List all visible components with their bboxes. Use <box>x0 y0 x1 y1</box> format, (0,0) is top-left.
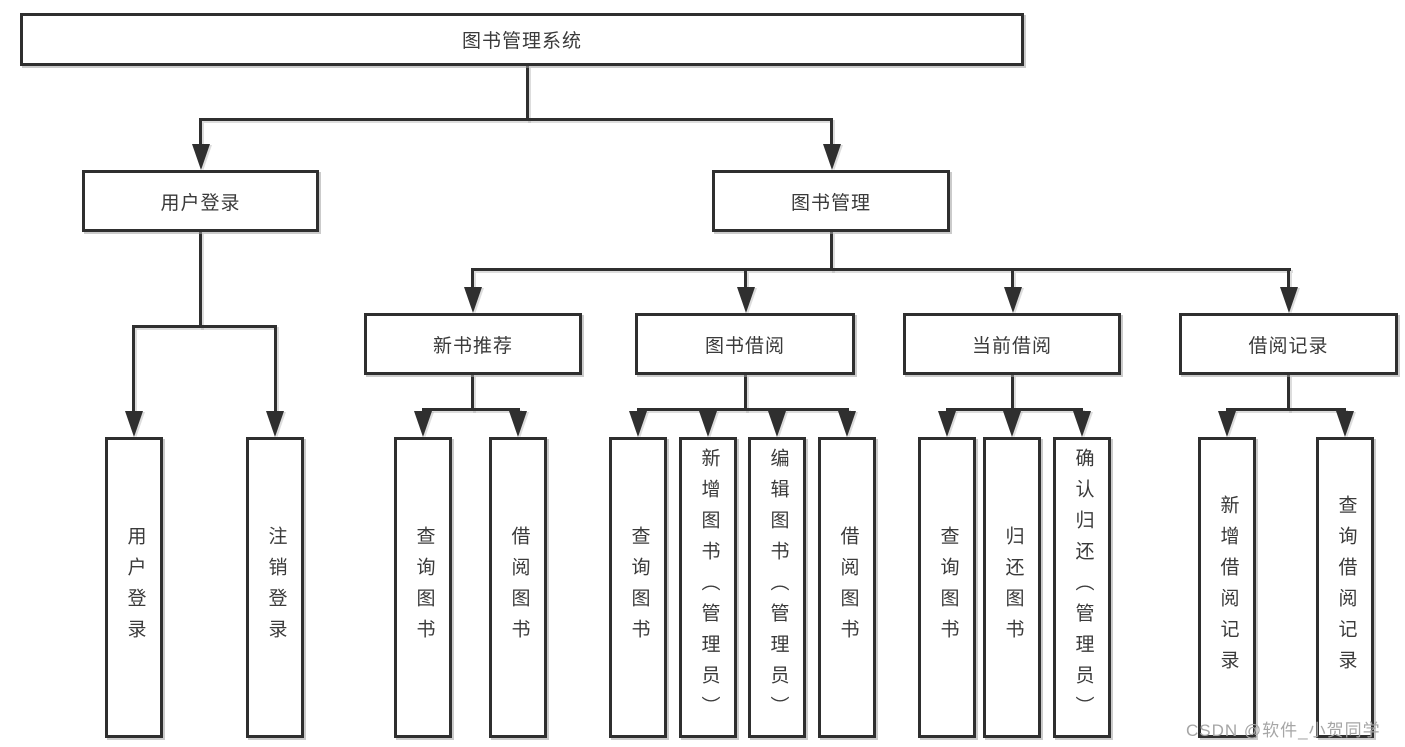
leaf-return-book: 归还图书 <box>983 437 1041 738</box>
node-label: 归还图书 <box>1002 525 1024 650</box>
node-label: 注销登录 <box>265 525 287 650</box>
watermark-csdn: CSDN @软件_小贺同学 <box>1186 721 1381 740</box>
connector-arrow-down <box>838 411 856 437</box>
connector-line <box>830 121 833 145</box>
connector-line <box>199 232 202 328</box>
node-borrowing-records: 借阅记录 <box>1179 313 1398 375</box>
leaf-query-borrow-record: 查询借阅记录 <box>1316 437 1374 738</box>
connector-arrow-down <box>1218 411 1236 437</box>
connector-line <box>830 232 833 271</box>
connector-arrow-down <box>768 411 786 437</box>
node-user-login: 用户登录 <box>82 170 319 232</box>
leaf-borrow-books-recommend: 借阅图书 <box>489 437 547 738</box>
node-label: 新书推荐 <box>432 335 513 357</box>
connector-line <box>132 328 135 412</box>
connector-arrow-down <box>737 287 755 313</box>
connector-line <box>1287 271 1290 288</box>
node-label: 查询图书 <box>413 525 435 650</box>
leaf-confirm-return-admin: 确认归还（管理员） <box>1053 437 1111 738</box>
connector-arrow-down <box>699 411 717 437</box>
connector-line <box>1226 408 1346 411</box>
leaf-add-book-admin: 新增图书（管理员） <box>679 437 737 738</box>
node-current-borrowing: 当前借阅 <box>903 313 1121 375</box>
connector-arrow-down <box>1280 287 1298 313</box>
connector-line <box>946 408 1083 411</box>
connector-arrow-down <box>1336 411 1354 437</box>
node-label: 图书管理系统 <box>461 31 582 52</box>
node-label: 确认归还（管理员） <box>1072 448 1094 727</box>
leaf-borrow-books-borrowing: 借阅图书 <box>818 437 876 738</box>
connector-line <box>744 271 747 288</box>
node-label: 编辑图书（管理员） <box>767 448 789 727</box>
connector-arrow-down <box>125 411 143 437</box>
leaf-query-books-borrowing: 查询图书 <box>609 437 667 738</box>
node-label: 图书借阅 <box>704 335 785 357</box>
connector-arrow-down <box>1004 287 1022 313</box>
connector-arrow-down <box>1003 411 1021 437</box>
connector-line <box>199 118 833 121</box>
connector-line <box>526 66 529 121</box>
connector-arrow-down <box>464 287 482 313</box>
node-book-borrowing: 图书借阅 <box>635 313 855 375</box>
node-label: 图书管理 <box>790 192 871 214</box>
connector-line <box>422 408 520 411</box>
connector-line <box>199 121 202 145</box>
node-label: 借阅图书 <box>837 525 859 650</box>
connector-arrow-down <box>509 411 527 437</box>
connector-arrow-down <box>414 411 432 437</box>
connector-line <box>471 375 474 411</box>
node-label: 当前借阅 <box>971 335 1052 357</box>
node-library-management-system: 图书管理系统 <box>20 13 1024 66</box>
node-label: 新增借阅记录 <box>1217 494 1239 681</box>
connector-arrow-down <box>192 144 210 170</box>
connector-line <box>744 375 747 411</box>
connector-line <box>471 271 474 288</box>
node-new-book-recommendation: 新书推荐 <box>364 313 582 375</box>
connector-line <box>1287 375 1290 411</box>
connector-line <box>274 328 277 412</box>
connector-line <box>1011 375 1014 411</box>
connector-line <box>1011 271 1014 288</box>
node-label: 新增图书（管理员） <box>698 448 720 727</box>
connector-line <box>637 408 849 411</box>
leaf-query-books-recommend: 查询图书 <box>394 437 452 738</box>
leaf-add-borrow-record: 新增借阅记录 <box>1198 437 1256 738</box>
connector-arrow-down <box>823 144 841 170</box>
connector-line <box>132 325 277 328</box>
leaf-edit-book-admin: 编辑图书（管理员） <box>748 437 806 738</box>
connector-line <box>471 268 1291 271</box>
leaf-logout: 注销登录 <box>246 437 304 738</box>
connector-arrow-down <box>266 411 284 437</box>
connector-arrow-down <box>938 411 956 437</box>
leaf-query-books-current: 查询图书 <box>918 437 976 738</box>
connector-arrow-down <box>1073 411 1091 437</box>
node-label: 借阅图书 <box>508 525 530 650</box>
node-label: 借阅记录 <box>1248 335 1329 357</box>
connector-arrow-down <box>629 411 647 437</box>
node-book-management: 图书管理 <box>712 170 950 232</box>
node-label: 用户登录 <box>124 525 146 650</box>
node-label: 查询图书 <box>628 525 650 650</box>
node-label: 查询图书 <box>937 525 959 650</box>
node-label: 查询借阅记录 <box>1335 494 1357 681</box>
node-label: 用户登录 <box>160 192 241 214</box>
leaf-user-login: 用户登录 <box>105 437 163 738</box>
